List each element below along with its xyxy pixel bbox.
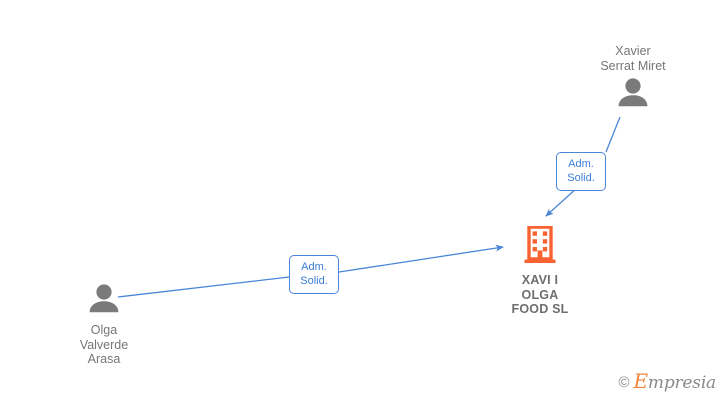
node-person-xavier[interactable]: Xavier Serrat Miret [558, 44, 708, 112]
copyright-icon: © [618, 374, 630, 391]
brand-initial: E [633, 369, 649, 393]
edge-olga-to-label [117, 276, 290, 298]
edge-label-to-company-xavier [545, 186, 579, 217]
edge-xavier-to-label [605, 116, 621, 153]
node-label-company: XAVI I OLGA FOOD SL [511, 273, 569, 316]
building-icon [523, 225, 557, 269]
node-label-olga: Olga Valverde Arasa [79, 323, 129, 366]
node-company-xavi-i-olga-food-sl[interactable]: XAVI I OLGA FOOD SL [465, 225, 615, 317]
watermark-empresia: © Empresia [618, 371, 717, 393]
brand-name: Empresia [634, 371, 717, 393]
person-icon [613, 77, 653, 112]
node-label-xavier: Xavier Serrat Miret [600, 44, 666, 73]
brand-rest: mpresia [647, 373, 716, 393]
edge-label-adm-solid-xavier[interactable]: Adm. Solid. [556, 152, 606, 191]
edge-label-to-company-olga [338, 244, 504, 273]
person-icon [84, 283, 124, 318]
node-person-olga[interactable]: Olga Valverde Arasa [29, 283, 179, 367]
edge-label-adm-solid-olga[interactable]: Adm. Solid. [289, 255, 339, 294]
